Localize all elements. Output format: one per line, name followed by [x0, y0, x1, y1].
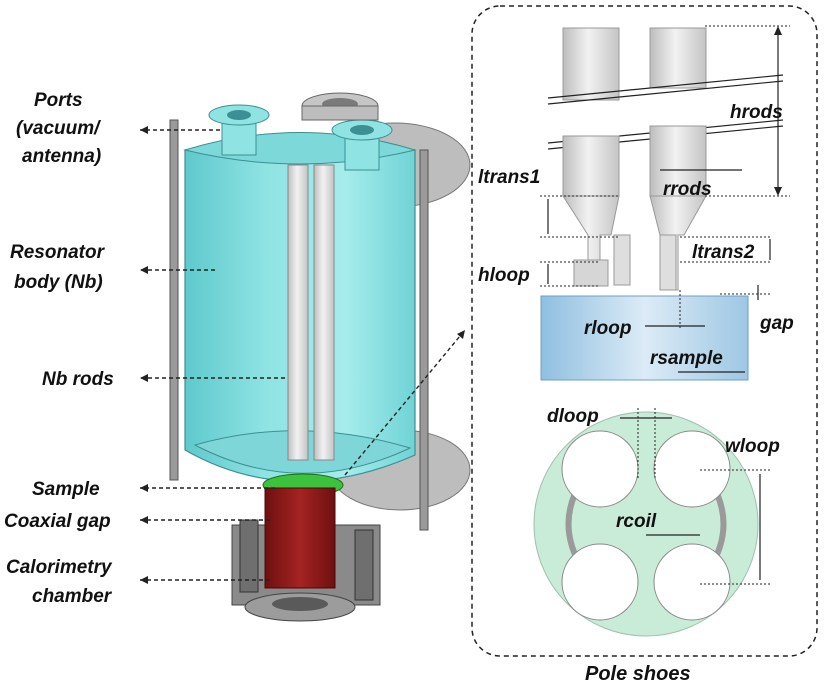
label-sample: Sample: [32, 479, 100, 500]
inset-frame: [471, 5, 818, 657]
detail-rod-right-bottom: [649, 125, 707, 197]
label-ports-2: (vacuum/: [16, 118, 101, 139]
label-calorimetry-1: Calorimetry: [6, 557, 113, 578]
tie-rod-right: [419, 149, 429, 531]
label-rrods: rrods: [663, 179, 712, 200]
detail-rod-left-top: [562, 27, 620, 101]
pole-shoe-tl: [561, 430, 639, 508]
loop-left: [573, 259, 609, 287]
label-rods: Nb rods: [42, 369, 114, 390]
detail-rod-right-top: [649, 27, 707, 89]
pole-shoe-tr: [653, 430, 731, 508]
label-rloop: rloop: [584, 318, 632, 339]
pole-shoe-bl: [561, 543, 639, 621]
label-dloop: dloop: [547, 406, 599, 427]
nb-rod-left: [287, 164, 309, 461]
resonator-drawing: [169, 92, 471, 622]
calorimeter-cylinder: [264, 487, 336, 589]
label-rcoil: rcoil: [616, 511, 657, 532]
detail-labels: hrods ltrans1 rrods ltrans2 hloop gap rl…: [478, 102, 794, 532]
left-labels: Ports (vacuum/ antenna) Resonator body (…: [4, 90, 466, 607]
label-resonator-1: Resonator: [10, 242, 106, 263]
label-ports-1: Ports: [34, 90, 83, 111]
arrow-zoom: [344, 329, 466, 476]
sample-disk: [540, 295, 749, 381]
detail-rod-left-bottom: [562, 135, 620, 197]
label-resonator-2: body (Nb): [14, 272, 103, 293]
label-ltrans2: ltrans2: [692, 242, 755, 263]
label-calorimetry-2: chamber: [32, 586, 113, 607]
nb-rod-right: [313, 164, 335, 461]
pole-shoe-br: [653, 543, 731, 621]
caption-pole-shoes: Pole shoes: [585, 663, 691, 685]
label-wloop: wloop: [725, 436, 780, 457]
label-coaxial-gap: Coaxial gap: [4, 511, 111, 532]
pole-shoe-detail: [533, 25, 790, 637]
label-hrods: hrods: [730, 102, 783, 123]
label-rsample: rsample: [650, 348, 723, 369]
label-gap: gap: [759, 313, 794, 334]
label-ports-3: antenna): [22, 146, 101, 167]
tie-rod-left: [169, 119, 179, 481]
label-ltrans1: ltrans1: [478, 167, 540, 188]
label-hloop: hloop: [478, 265, 530, 286]
